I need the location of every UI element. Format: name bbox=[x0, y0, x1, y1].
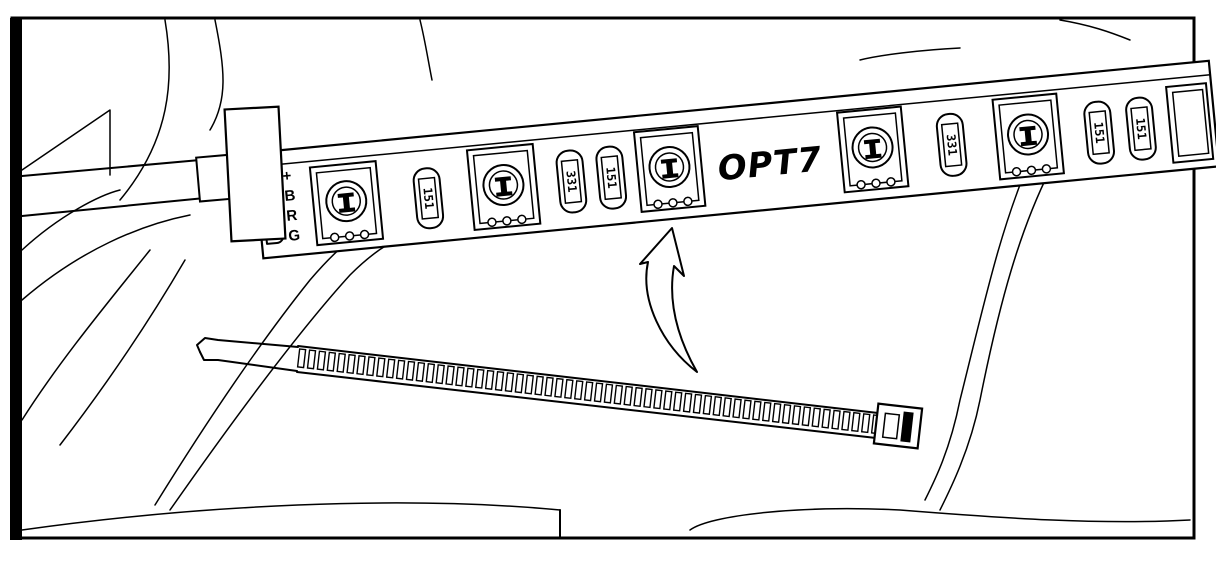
zip-tie-tooth bbox=[366, 356, 376, 377]
curved-up-arrow-icon bbox=[639, 227, 698, 373]
zip-tie-tooth bbox=[623, 385, 633, 406]
zip-tie-tooth bbox=[761, 401, 772, 422]
zip-tie-tooth bbox=[771, 402, 782, 423]
zip-tie-tooth bbox=[306, 349, 317, 370]
zip-tie-tooth bbox=[474, 368, 485, 389]
zip-tie-tooth bbox=[395, 359, 406, 380]
rgb-led-chip-icon bbox=[991, 92, 1065, 181]
resistor-icon: 331 bbox=[555, 149, 588, 214]
zip-tie-tooth bbox=[613, 384, 624, 405]
zip-tie-tooth bbox=[425, 362, 436, 384]
resistor-icon: 151 bbox=[412, 167, 445, 230]
pin-label: R bbox=[286, 207, 299, 225]
resistor-code: 151 bbox=[420, 187, 436, 210]
zip-tie-icon bbox=[196, 337, 924, 450]
zip-tie-tooth bbox=[722, 397, 732, 418]
resistor-icon: 151 bbox=[595, 145, 628, 210]
resistor-icon: 331 bbox=[935, 112, 968, 177]
zip-tie-tooth bbox=[841, 410, 851, 431]
zip-tie-tooth bbox=[316, 350, 327, 371]
zip-tie-tooth bbox=[851, 411, 861, 433]
zip-tie-tooth bbox=[336, 352, 346, 373]
zip-tie-tooth bbox=[692, 393, 703, 414]
resistor-code: 151 bbox=[1091, 121, 1107, 144]
zip-tie-tooth bbox=[326, 351, 337, 372]
zip-tie-head bbox=[872, 402, 924, 450]
zip-tie-tooth bbox=[702, 394, 713, 415]
zip-tie-tooth bbox=[514, 373, 525, 394]
zip-tie-tooth bbox=[672, 391, 683, 412]
zip-tie-tooth bbox=[742, 399, 752, 420]
zip-tie-tooth bbox=[435, 364, 445, 385]
rgb-led-chip-icon bbox=[465, 142, 542, 232]
zip-tie-tooth bbox=[504, 372, 515, 393]
zip-tie-tooth bbox=[484, 369, 495, 390]
zip-tie-tooth bbox=[376, 357, 386, 378]
zip-tie-tooth bbox=[791, 405, 802, 426]
zip-tie-tooth bbox=[811, 407, 822, 428]
pin-label: B bbox=[284, 187, 297, 205]
zip-tie-tooth bbox=[593, 382, 604, 403]
zip-tie-tooth bbox=[346, 353, 356, 375]
resistor-icon: 151 bbox=[1083, 100, 1115, 165]
zip-tie-tooth bbox=[405, 360, 416, 381]
zip-tie-tooth bbox=[554, 377, 564, 398]
zip-tie-tooth bbox=[583, 381, 594, 402]
resistor-code: 331 bbox=[563, 170, 579, 193]
zip-tie-tooth bbox=[385, 358, 396, 379]
wire-connector-icon bbox=[223, 105, 287, 243]
zip-tie-tooth bbox=[643, 388, 653, 409]
resistor-icon: 151 bbox=[1125, 96, 1157, 161]
zip-tie-tooth bbox=[663, 390, 673, 411]
zip-tie-tooth bbox=[860, 413, 871, 434]
zip-tie-tooth bbox=[653, 389, 663, 410]
zip-tie-strap bbox=[296, 345, 879, 439]
zip-tie-tooth bbox=[296, 348, 307, 369]
power-wire bbox=[21, 153, 237, 217]
resistor-code: 151 bbox=[1133, 117, 1149, 140]
zip-tie-tooth bbox=[752, 400, 762, 421]
brand-logo: OPT7 bbox=[716, 139, 824, 189]
zip-tie-tooth bbox=[465, 367, 475, 388]
zip-tie-tooth bbox=[732, 398, 742, 419]
rgb-led-chip-icon bbox=[835, 105, 910, 194]
zip-tie-tooth bbox=[682, 392, 693, 413]
zip-tie-tooth bbox=[524, 374, 535, 395]
zip-tie-tooth bbox=[781, 403, 792, 425]
zip-tie-tooth bbox=[564, 378, 574, 400]
frame bbox=[10, 16, 1196, 540]
resistor-code: 151 bbox=[603, 166, 619, 189]
zip-tie-tooth bbox=[633, 386, 643, 408]
pin-label: + bbox=[282, 167, 293, 185]
rgb-led-chip-icon bbox=[308, 160, 385, 247]
zip-tie-tooth bbox=[831, 409, 841, 430]
zip-tie-tooth bbox=[356, 355, 366, 376]
rgb-led-chip-icon bbox=[632, 125, 707, 213]
pin-label: G bbox=[288, 227, 301, 245]
zip-tie-tooth bbox=[445, 365, 455, 386]
led-strip: + B R G bbox=[252, 59, 1216, 260]
zip-tie-teeth bbox=[296, 348, 881, 435]
zip-tie-tooth bbox=[544, 376, 554, 397]
zip-tie-tooth bbox=[821, 408, 831, 429]
resistor-code: 331 bbox=[944, 133, 960, 156]
zip-tie-tooth bbox=[801, 406, 812, 427]
zip-tie-tooth bbox=[455, 366, 465, 387]
zip-tie-tooth bbox=[712, 395, 723, 417]
zip-tie-tooth bbox=[534, 375, 544, 396]
zip-tie-tooth bbox=[603, 383, 614, 404]
zip-tie-tooth bbox=[415, 361, 426, 382]
zip-tie-tooth bbox=[573, 380, 584, 401]
zip-tie-tooth bbox=[494, 370, 505, 392]
rgb-led-chip-icon bbox=[1165, 82, 1215, 164]
